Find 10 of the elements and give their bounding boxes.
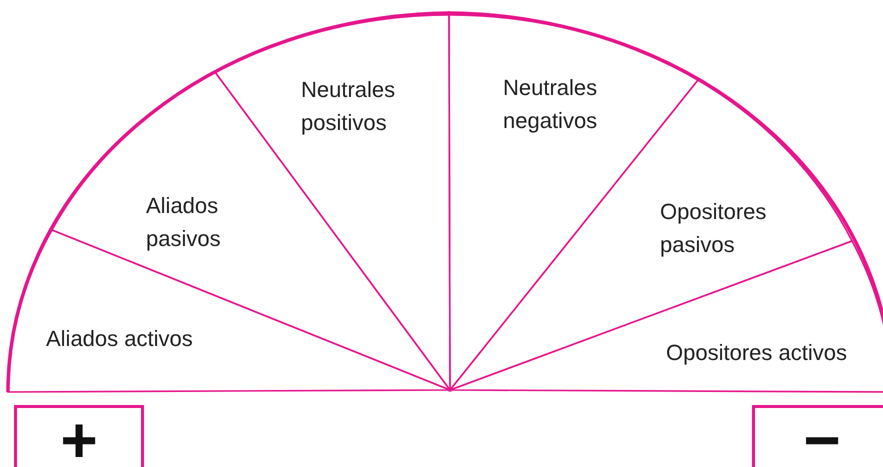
sector-label: Opositores activos (666, 339, 848, 367)
sign-symbol: + (59, 414, 99, 466)
sign-box (752, 405, 883, 467)
sector-label: Neutrales positivos (301, 76, 396, 137)
sector-label: Neutrales negativos (503, 74, 598, 135)
sign-symbol: − (802, 414, 842, 466)
sector-label: Opositores pasivos (660, 198, 768, 259)
sector-label: Aliados activos (46, 325, 194, 353)
sign-box (14, 405, 144, 467)
sector-label: Aliados pasivos (146, 192, 222, 253)
